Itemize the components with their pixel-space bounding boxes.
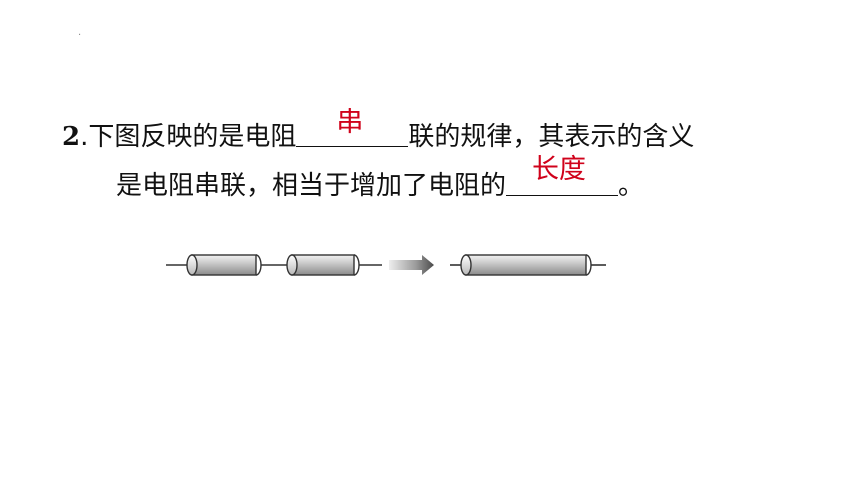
question-text-1b: 联的规律，其表示的含义 [408, 122, 695, 152]
question-line-2: 是电阻串联，相当于增加了电阻的长度。 [116, 155, 645, 203]
answer-blank-1: 串 [296, 108, 409, 147]
question-number: 2 [62, 122, 81, 152]
question-text-1a: 下图反映的是电阻 [88, 122, 297, 152]
question-number-separator: . [80, 122, 89, 152]
answer-blank-2: 长度 [506, 155, 619, 196]
question-text-2b: 。 [618, 171, 645, 201]
resistor-1 [186, 254, 262, 276]
right-arrow-icon [389, 255, 434, 275]
question-text-2a: 是电阻串联，相当于增加了电阻的 [116, 171, 507, 201]
corner-dot: · [78, 30, 82, 41]
answer-2: 长度 [532, 154, 587, 185]
answer-1: 串 [336, 107, 364, 138]
equivalent-resistor [450, 254, 606, 276]
resistor-series-diagram [166, 254, 606, 276]
question-line-1: 2.下图反映的是电阻 串 联的规律，其表示的含义 [62, 108, 695, 154]
series-resistors [166, 254, 382, 276]
resistor-2 [286, 254, 360, 276]
